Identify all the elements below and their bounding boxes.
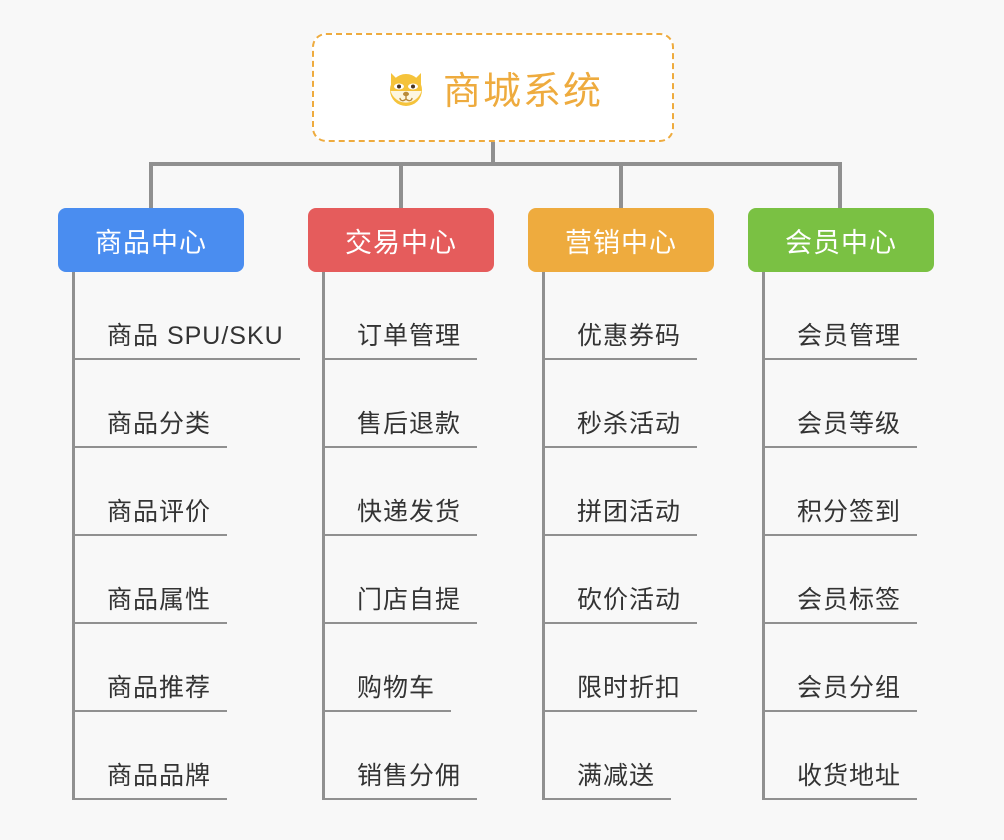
connector-drop-member-center [838, 162, 842, 208]
branch-product-center: 商品中心 商品 SPU/SKU 商品分类 商品评价 商品属性 商品推荐 商品品牌 [58, 208, 300, 800]
shiba-dog-face-icon [383, 65, 429, 111]
leaf-label: 订单管理 [357, 322, 462, 350]
branch-header-marketing-center[interactable]: 营销中心 [528, 208, 714, 272]
leaf-label: 积分签到 [797, 498, 902, 526]
leaf-item[interactable]: 门店自提 [325, 536, 478, 624]
leaf-item[interactable]: 商品推荐 [75, 624, 228, 712]
leaf-label: 快递发货 [357, 498, 462, 526]
leaf-label: 会员等级 [797, 410, 902, 438]
branch-trade-center: 交易中心 订单管理 售后退款 快递发货 门店自提 购物车 销售分佣 [308, 208, 494, 800]
connector-drop-product-center [149, 162, 153, 208]
leaf-label: 商品品牌 [107, 762, 212, 790]
leaf-item[interactable]: 拼团活动 [545, 448, 698, 536]
leaf-item[interactable]: 销售分佣 [325, 712, 478, 800]
leaf-item[interactable]: 会员标签 [765, 536, 918, 624]
leaf-item[interactable]: 积分签到 [765, 448, 918, 536]
leaf-label: 限时折扣 [577, 674, 682, 702]
leaf-label: 砍价活动 [577, 586, 682, 614]
leaf-label: 售后退款 [357, 410, 462, 438]
branch-header-label: 交易中心 [345, 227, 457, 258]
branch-header-label: 会员中心 [785, 227, 897, 258]
branch-items-product-center: 商品 SPU/SKU 商品分类 商品评价 商品属性 商品推荐 商品品牌 [72, 272, 300, 800]
leaf-label: 会员管理 [797, 322, 902, 350]
leaf-label: 商品 SPU/SKU [107, 322, 284, 350]
branch-header-label: 营销中心 [565, 227, 677, 258]
branch-header-label: 商品中心 [95, 227, 207, 258]
branch-items-marketing-center: 优惠券码 秒杀活动 拼团活动 砍价活动 限时折扣 满减送 [542, 272, 714, 800]
connector-drop-marketing-center [619, 162, 623, 208]
branch-items-member-center: 会员管理 会员等级 积分签到 会员标签 会员分组 收货地址 [762, 272, 934, 800]
leaf-item[interactable]: 秒杀活动 [545, 360, 698, 448]
leaf-label: 销售分佣 [357, 762, 462, 790]
leaf-label: 商品属性 [107, 586, 212, 614]
leaf-item[interactable]: 商品 SPU/SKU [75, 272, 300, 360]
leaf-label: 购物车 [357, 674, 436, 702]
leaf-label: 优惠券码 [577, 322, 682, 350]
leaf-item[interactable]: 满减送 [545, 712, 672, 800]
branch-header-trade-center[interactable]: 交易中心 [308, 208, 494, 272]
leaf-item[interactable]: 收货地址 [765, 712, 918, 800]
leaf-item[interactable]: 会员分组 [765, 624, 918, 712]
leaf-item[interactable]: 购物车 [325, 624, 452, 712]
leaf-label: 会员标签 [797, 586, 902, 614]
leaf-label: 会员分组 [797, 674, 902, 702]
leaf-item[interactable]: 商品分类 [75, 360, 228, 448]
branch-items-trade-center: 订单管理 售后退款 快递发货 门店自提 购物车 销售分佣 [322, 272, 494, 800]
leaf-item[interactable]: 订单管理 [325, 272, 478, 360]
leaf-label: 商品推荐 [107, 674, 212, 702]
connector-horizontal-bus [150, 162, 842, 166]
branch-header-product-center[interactable]: 商品中心 [58, 208, 244, 272]
leaf-label: 满减送 [577, 762, 656, 790]
leaf-item[interactable]: 砍价活动 [545, 536, 698, 624]
root-node[interactable]: 商城系统 [312, 33, 674, 142]
leaf-label: 秒杀活动 [577, 410, 682, 438]
branch-member-center: 会员中心 会员管理 会员等级 积分签到 会员标签 会员分组 收货地址 [748, 208, 934, 800]
leaf-item[interactable]: 限时折扣 [545, 624, 698, 712]
leaf-item[interactable]: 会员等级 [765, 360, 918, 448]
branch-header-member-center[interactable]: 会员中心 [748, 208, 934, 272]
leaf-item[interactable]: 售后退款 [325, 360, 478, 448]
leaf-item[interactable]: 商品评价 [75, 448, 228, 536]
leaf-item[interactable]: 商品品牌 [75, 712, 228, 800]
leaf-label: 拼团活动 [577, 498, 682, 526]
connector-drop-trade-center [399, 162, 403, 208]
root-title: 商城系统 [442, 71, 603, 113]
leaf-label: 商品评价 [107, 498, 212, 526]
branch-marketing-center: 营销中心 优惠券码 秒杀活动 拼团活动 砍价活动 限时折扣 满减送 [528, 208, 714, 800]
leaf-item[interactable]: 商品属性 [75, 536, 228, 624]
leaf-label: 收货地址 [797, 762, 902, 790]
leaf-item[interactable]: 快递发货 [325, 448, 478, 536]
leaf-label: 商品分类 [107, 410, 212, 438]
leaf-item[interactable]: 优惠券码 [545, 272, 698, 360]
connector-root-stem [491, 142, 495, 166]
leaf-label: 门店自提 [357, 586, 462, 614]
leaf-item[interactable]: 会员管理 [765, 272, 918, 360]
